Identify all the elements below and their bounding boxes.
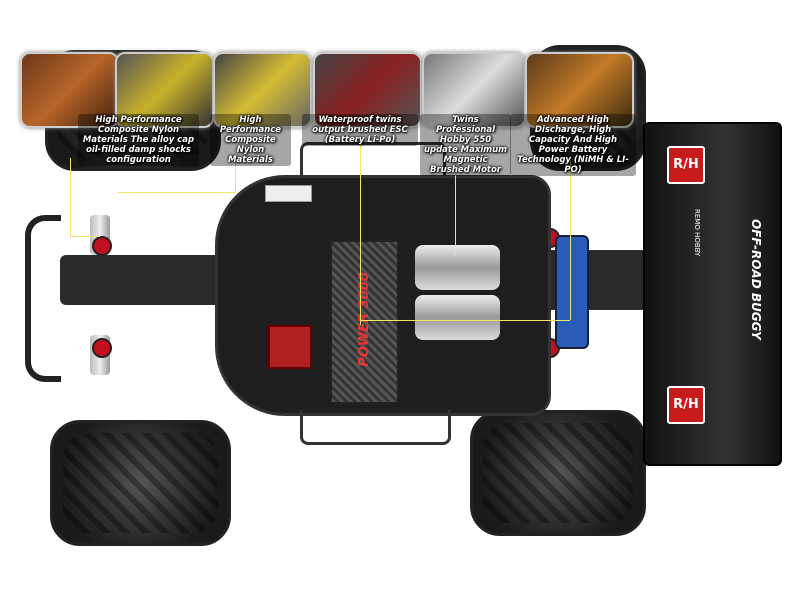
callout-battery: Advanced High Discharge, High Capacity A… (510, 114, 636, 176)
motor-top (415, 245, 500, 290)
motor-bottom (415, 295, 500, 340)
thumb-shock-mount (115, 52, 214, 128)
plug (265, 185, 312, 202)
shock-cap (92, 236, 112, 256)
roll-bar-top (300, 142, 446, 175)
callout-line (70, 236, 100, 237)
thumb-battery (525, 52, 634, 128)
callout-line (118, 192, 236, 193)
tire-front-right (50, 420, 231, 546)
tire-rear-right (470, 410, 646, 536)
battery: POWER 3000 (330, 240, 399, 404)
roll-bar-bottom (300, 410, 451, 445)
thumb-esc (313, 52, 422, 128)
front-bumper (25, 215, 61, 382)
shock-cap (92, 338, 112, 358)
callout-line (570, 160, 571, 320)
callout-motor: Twins Professional Hobby 550 update Maxi… (420, 114, 511, 176)
esc (268, 325, 312, 369)
callout-nylon: High Performance Composite Nylon Materia… (210, 114, 291, 166)
wing-model: OFF-ROAD BUGGY (749, 219, 763, 340)
rear-wing: R/H R/H REMO HOBBY OFF-ROAD BUGGY (643, 122, 782, 466)
callout-line (235, 150, 236, 192)
callout-line (360, 140, 361, 325)
callout-line (455, 160, 456, 255)
wing-logo-bottom: R/H (667, 386, 705, 424)
callout-esc: Waterproof twins output brushed ESC (Bat… (302, 114, 418, 146)
callout-line (360, 320, 570, 321)
wing-logo-top: R/H (667, 146, 705, 184)
thumb-motor (422, 52, 526, 128)
callout-shocks: High Performance Composite Nylon Materia… (78, 114, 199, 166)
rear-hub (555, 235, 589, 349)
callout-line (70, 158, 71, 236)
wing-brand: REMO HOBBY (693, 209, 701, 257)
thumb-nylon (213, 52, 312, 128)
